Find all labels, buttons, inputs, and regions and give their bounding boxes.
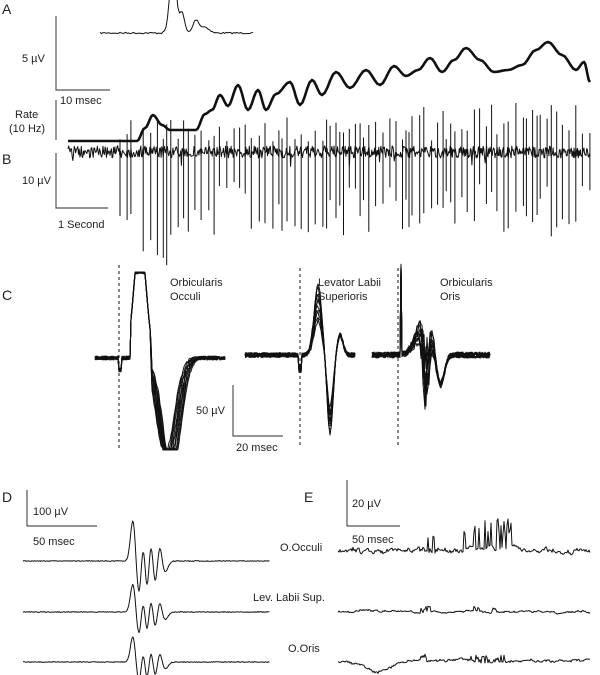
scale-bar-d <box>26 490 97 527</box>
scale-bar-a <box>55 16 110 91</box>
scale-bar-e <box>346 480 400 527</box>
rate-label: Rate <box>15 109 38 121</box>
trace-label-orbicularis-oris-2: Oris <box>440 291 461 303</box>
scale-x-d: 50 msec <box>33 536 75 548</box>
trace-orbicularis-occuli <box>94 271 226 451</box>
trace-label-levator-2: Superioris <box>318 291 368 303</box>
trace-orbicularis-occuli <box>94 271 226 451</box>
trace-label-orbicularis-occuli-2: Occuli <box>170 291 201 303</box>
trace-label-orbicularis-oris-1: Orbicularis <box>440 277 493 289</box>
scale-y-d: 100 µV <box>33 506 69 518</box>
trace-e-lev-labii-sup <box>337 605 591 615</box>
overlaid-traces <box>94 263 491 451</box>
trace-levator-labii-superioris <box>244 309 356 416</box>
trace-d-o-oris <box>23 636 270 675</box>
trace-orbicularis-oris <box>371 265 491 385</box>
trace-label-levator-1: Levator Labii <box>318 277 381 289</box>
scale-x-a: 10 msec <box>60 95 102 107</box>
trace-e-o-occuli <box>337 518 591 556</box>
trace-levator-labii-superioris <box>244 311 356 414</box>
emg-trace <box>67 103 591 266</box>
rate-unit: (10 Hz) <box>9 123 45 135</box>
firing-rate-curve <box>68 40 592 143</box>
panel-label-b: B <box>2 151 11 167</box>
muscle-label-o-occuli: O.Occuli <box>280 542 322 554</box>
panel-label-a: A <box>2 1 12 17</box>
scale-x-c: 20 msec <box>236 442 278 454</box>
scale-bar-b <box>55 153 108 209</box>
averaged-potential-trace <box>99 0 254 35</box>
emg-noise <box>67 145 590 167</box>
muscle-label-o-oris: O.Oris <box>288 643 320 655</box>
trace-label-orbicularis-occuli-1: Orbicularis <box>170 277 223 289</box>
trace-d-o-occuli <box>22 520 270 592</box>
scale-y-c: 50 µV <box>196 405 226 417</box>
trace-levator-labii-superioris <box>244 319 356 407</box>
scale-y-e: 20 µV <box>352 498 382 510</box>
scale-x-e: 50 msec <box>352 534 394 546</box>
muscle-label-lev-labii: Lev. Labii Sup. <box>253 592 325 604</box>
panel-e-traces <box>337 518 591 674</box>
emg-spikes <box>119 103 591 266</box>
scale-x-b: 1 Second <box>58 219 104 231</box>
panel-label-e: E <box>304 489 313 505</box>
trace-e-o-oris <box>337 653 591 674</box>
trace-d-lev-labii-sup <box>22 583 270 634</box>
panel-label-c: C <box>2 287 12 303</box>
scale-bar-c <box>232 385 283 437</box>
scale-y-b: 10 µV <box>22 175 52 187</box>
scale-y-a: 5 µV <box>22 53 46 65</box>
panel-label-d: D <box>2 489 12 505</box>
